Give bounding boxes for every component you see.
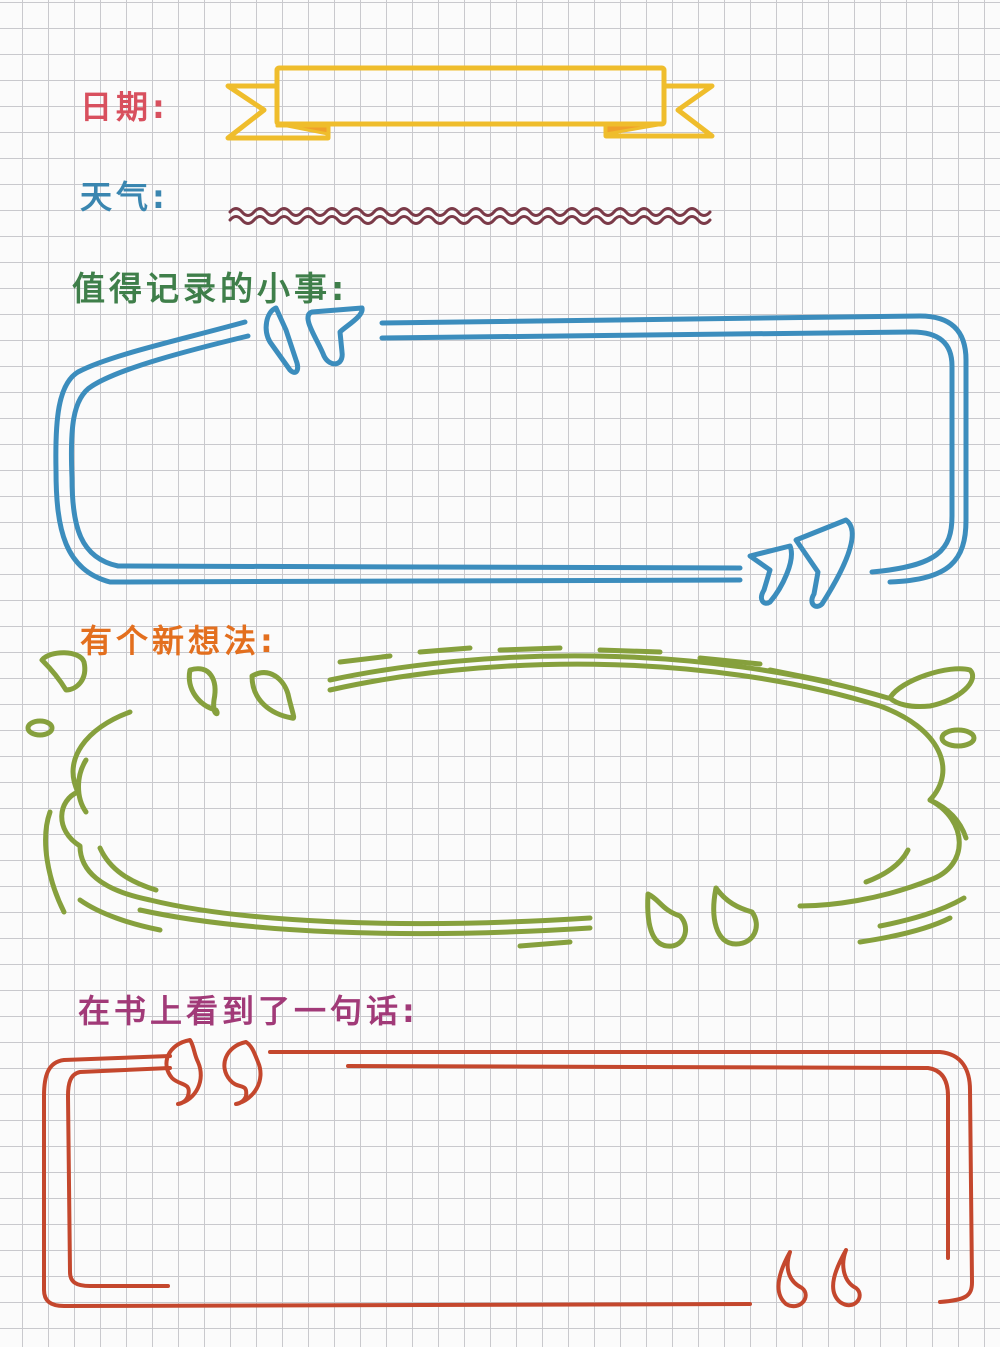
date-label: 日期: (80, 88, 169, 126)
new-idea-cloud-icon[interactable] (25, 645, 977, 949)
weather-label: 天气: (80, 178, 169, 216)
date-ribbon-banner-icon[interactable] (225, 65, 715, 141)
weather-wavy-line-icon[interactable] (228, 207, 712, 225)
new-idea-label: 有个新想法: (80, 622, 277, 660)
book-quote-label: 在书上看到了一句话: (78, 992, 419, 1030)
book-quote-frame-icon[interactable] (42, 1038, 974, 1308)
small-things-frame-icon[interactable] (53, 305, 969, 609)
small-things-label: 值得记录的小事: (72, 269, 349, 308)
